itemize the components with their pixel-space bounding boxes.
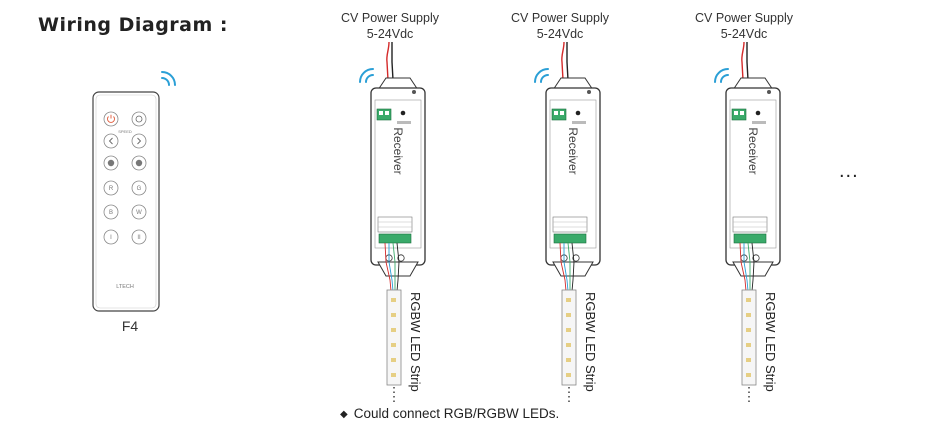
strip-1-label: RGBW LED Strip	[408, 292, 423, 392]
remote-zone-2-button	[131, 229, 147, 245]
receiver-3-signal-icon	[714, 68, 729, 83]
remote-signal-icon	[161, 71, 176, 86]
receiver-2-signal-icon	[534, 68, 549, 83]
remote-w-label: W	[136, 210, 142, 216]
receiver-unit-2: Receiver RGBW LED Strip	[534, 41, 601, 404]
psu-label-1-line1: CV Power Supply	[341, 11, 439, 25]
note-bullet-icon: ◆	[340, 409, 348, 420]
remote-g-button	[131, 180, 147, 196]
strip-2-label: RGBW LED Strip	[583, 292, 598, 392]
remote-left-icon	[103, 133, 119, 149]
remote-b-label: B	[109, 210, 113, 216]
remote-right-icon	[131, 133, 147, 149]
remote-zone-1-button	[103, 229, 119, 245]
remote-control: SPEED R G B W I II LTECH	[92, 71, 176, 312]
psu-label-2: CV Power Supply 5-24Vdc	[490, 10, 630, 42]
receiver-2-label: Receiver	[566, 127, 580, 174]
strip-3-label: RGBW LED Strip	[763, 292, 778, 392]
remote-zone-2-label: II	[137, 235, 141, 241]
receiver-unit-3: Receiver RGBW LED Strip	[714, 41, 781, 404]
remote-mode-icon	[131, 111, 147, 127]
receiver-3-label: Receiver	[746, 127, 760, 174]
remote-g-label: G	[137, 186, 142, 192]
remote-model-label: F4	[121, 318, 139, 334]
note: ◆ Could connect RGB/RGBW LEDs.	[340, 406, 559, 421]
remote-b-button	[103, 204, 119, 220]
receiver-1-signal-icon	[359, 68, 374, 83]
remote-brand: LTECH	[116, 284, 134, 290]
psu-label-1-line2: 5-24Vdc	[366, 27, 414, 41]
remote-r-label: R	[109, 186, 114, 192]
psu-label-2-line2: 5-24Vdc	[536, 27, 584, 41]
diagram-title: Wiring Diagram :	[38, 14, 229, 36]
remote-zone-1-label: I	[110, 235, 112, 241]
remote-w-button	[131, 204, 147, 220]
remote-r-button	[103, 180, 119, 196]
remote-power-icon	[103, 111, 119, 127]
svg-text:SPEED: SPEED	[118, 129, 132, 134]
psu-label-2-line1: CV Power Supply	[511, 11, 609, 25]
psu-label-3: CV Power Supply 5-24Vdc	[674, 10, 814, 42]
psu-label-3-line1: CV Power Supply	[695, 11, 793, 25]
psu-label-3-line2: 5-24Vdc	[720, 27, 768, 41]
more-units-ellipsis: ...	[839, 160, 859, 182]
psu-label-1: CV Power Supply 5-24Vdc	[320, 10, 460, 42]
receiver-1-label: Receiver	[391, 127, 405, 174]
note-text: Could connect RGB/RGBW LEDs.	[353, 406, 560, 421]
receiver-unit-1: Receiver RGBW LED Strip	[359, 41, 426, 404]
